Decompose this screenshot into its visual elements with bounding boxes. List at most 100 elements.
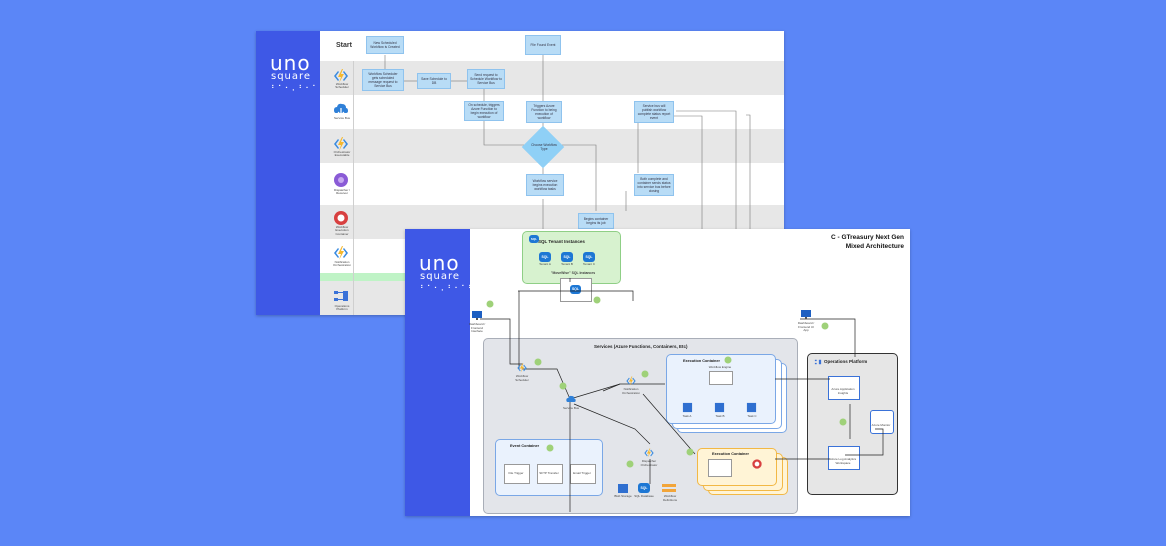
lane-label: Dispatcher / Receiver bbox=[333, 188, 350, 196]
sql-icon: SQL bbox=[570, 285, 581, 294]
operations-platform-icon bbox=[334, 291, 348, 301]
lane-label: Workflow Execution Container bbox=[335, 225, 349, 236]
blob-storage-icon bbox=[618, 484, 628, 493]
sql-icon: SQL bbox=[529, 235, 539, 243]
flow-box: New Scheduled Workflow is Created bbox=[366, 36, 404, 54]
panel-title: Event Container bbox=[510, 444, 540, 448]
event-item bbox=[537, 464, 563, 484]
lane-label: Notification Orchestration bbox=[332, 260, 351, 268]
monitor-icon bbox=[472, 311, 482, 320]
container-icon bbox=[752, 459, 762, 469]
logo-text: uno bbox=[270, 51, 311, 75]
panel-title: Execution Container bbox=[712, 452, 749, 456]
execution-container-1: Execution Container Workflow Engine Task… bbox=[666, 354, 776, 424]
diagram-title: C - GTreasury Next Gen Mixed Architectur… bbox=[831, 233, 904, 251]
flow-box: Service bus will publish workflow comple… bbox=[634, 101, 674, 123]
storage-label: Workflow Definitions bbox=[662, 494, 677, 502]
dispatcher-label: Dispatcher Orchestrator bbox=[640, 459, 658, 467]
event-item bbox=[570, 464, 596, 484]
logo-text: uno bbox=[419, 251, 460, 275]
decision-label: Choose Workflow Type bbox=[531, 143, 557, 151]
sql-icon: SQL bbox=[583, 252, 595, 262]
sql-tenant-panel: SQL Tenant Instances SQL SQL SQL SQL Ten… bbox=[522, 231, 621, 284]
container-icon bbox=[334, 211, 348, 225]
ops-item-box bbox=[870, 410, 894, 434]
azure-functions-icon bbox=[626, 376, 636, 386]
event-item bbox=[504, 464, 530, 484]
panel-title: Operations Platform bbox=[824, 359, 868, 364]
azure-functions-icon bbox=[334, 137, 348, 151]
flow-box: Both complete and container sends status… bbox=[634, 174, 674, 196]
azure-functions-icon bbox=[644, 448, 654, 458]
lane-label: Workflow Scheduler bbox=[335, 82, 349, 90]
flow-box: Workflow Scheduler gets scheduled messag… bbox=[362, 69, 404, 91]
brand-panel: uno square ⠃⠁⠂⠄⠃⠂⠁⠃⠂ bbox=[256, 31, 332, 315]
swimlane-diagram-card: uno square ⠃⠁⠂⠄⠃⠂⠁⠃⠂ Start Workflow Sche… bbox=[256, 31, 784, 315]
flow-box: File Found Event bbox=[525, 35, 561, 55]
workflow-definitions-icon bbox=[662, 484, 676, 492]
service-bus-icon bbox=[334, 103, 348, 116]
scheduler-label: Workflow Scheduler bbox=[515, 374, 529, 382]
monitor-label: Dashboard / Frontend Interface bbox=[468, 322, 486, 333]
flow-box: Send request to Schedule Workflow to Ser… bbox=[467, 69, 505, 89]
ops-item-box bbox=[828, 376, 860, 400]
task-icon bbox=[714, 402, 725, 413]
title-line: Mixed Architecture bbox=[845, 243, 904, 250]
task-icon bbox=[746, 402, 757, 413]
lane-label: Orchestrator Executable bbox=[333, 150, 351, 158]
lane-divider bbox=[353, 61, 354, 315]
architecture-diagram-card: uno square ⠃⠁⠂⠄⠃⠂⠁⠃⠂ C - GTreasury Next … bbox=[405, 229, 910, 516]
architecture-connectors bbox=[480, 278, 884, 512]
engine-label: Workflow Engine bbox=[708, 365, 732, 369]
logo-subtext: square bbox=[420, 271, 461, 282]
sql-icon: SQL bbox=[561, 252, 573, 262]
azure-functions-icon bbox=[334, 246, 348, 260]
notification-label: Notification Orchestration bbox=[621, 387, 640, 395]
lane-label: Operations Platform bbox=[334, 304, 350, 312]
sql-instance-box: SQL bbox=[560, 278, 592, 302]
event-item-label: SFTP Transfer bbox=[539, 471, 559, 475]
service-bus-icon bbox=[566, 395, 576, 402]
sql-item-label: Tenant A bbox=[539, 262, 551, 266]
panel-title: Execution Container bbox=[683, 359, 720, 363]
brand-panel: uno square ⠃⠁⠂⠄⠃⠂⠁⠃⠂ bbox=[405, 229, 481, 516]
flow-box: Save Schedule to DB bbox=[417, 73, 451, 89]
start-label: Start bbox=[336, 42, 352, 49]
title-line: C - GTreasury Next Gen bbox=[831, 234, 904, 241]
event-item-label: Email Trigger bbox=[573, 471, 591, 475]
flow-box: Workflow service begins execution workfl… bbox=[526, 174, 564, 196]
task-icon bbox=[682, 402, 693, 413]
event-grid-icon bbox=[334, 173, 348, 187]
operations-platform-icon bbox=[814, 359, 822, 365]
event-item-label: File Trigger bbox=[508, 471, 524, 475]
sql-item-label: Tenant B bbox=[561, 262, 573, 266]
monitor-label: Dashboard / Frontend UI App bbox=[797, 321, 815, 332]
azure-functions-icon bbox=[334, 69, 348, 83]
storage-label: SQL Database bbox=[634, 494, 654, 498]
ops-item-box bbox=[828, 446, 860, 470]
ops-item-label: Azure Log Analytics Workspace bbox=[829, 457, 857, 465]
ops-item-label: Azure Application Insights bbox=[831, 387, 855, 395]
flow-box: Begins container begins its job bbox=[578, 213, 614, 229]
operations-panel: Operations Platform Azure Application In… bbox=[807, 353, 898, 495]
task-label: Task B bbox=[715, 414, 725, 418]
logo-dots: ⠃⠁⠂⠄⠃⠂⠁⠃⠂ bbox=[271, 84, 333, 93]
lane-start: Start bbox=[320, 31, 784, 61]
flow-box: Triggers Azure Function to being executi… bbox=[526, 101, 562, 123]
storage-label: Blob Storage bbox=[614, 494, 632, 498]
service-bus-label: Service Bus bbox=[562, 406, 579, 410]
task-label: Task C bbox=[747, 414, 757, 418]
azure-functions-icon bbox=[517, 363, 527, 373]
monitor-icon bbox=[801, 310, 811, 319]
lane-label: Service Bus bbox=[333, 116, 350, 120]
task-label: Task A bbox=[682, 414, 692, 418]
panel-title: Services (Azure Functions, Containers, E… bbox=[594, 344, 688, 349]
sql-sublabel: "MoveWise" SQL Instances bbox=[550, 271, 596, 275]
sql-icon: SQL bbox=[539, 252, 551, 262]
workflow-engine-box bbox=[709, 371, 733, 385]
panel-title: SQL Tenant Instances bbox=[538, 239, 585, 244]
logo-dots: ⠃⠁⠂⠄⠃⠂⠁⠃⠂ bbox=[420, 284, 482, 293]
sql-icon: SQL bbox=[638, 483, 650, 493]
sql-item-label: Tenant C bbox=[582, 262, 595, 266]
execution-item-box bbox=[708, 459, 732, 477]
